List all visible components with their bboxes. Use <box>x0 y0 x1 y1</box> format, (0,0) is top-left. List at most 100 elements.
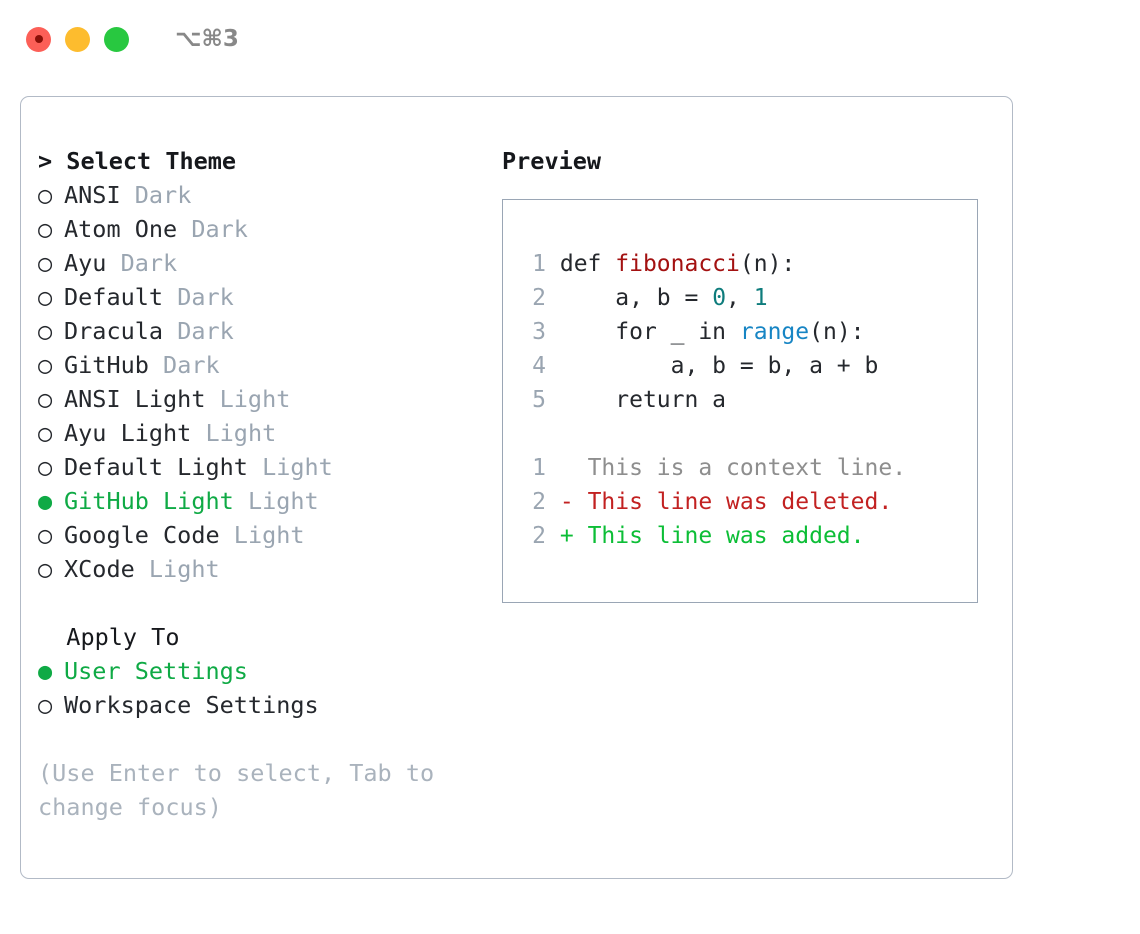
code-token: a, b = b, a + b <box>559 353 879 379</box>
code-line-number: 2 <box>532 285 546 311</box>
minimize-window-icon[interactable] <box>65 26 90 52</box>
spacer-text <box>248 453 262 481</box>
theme-picker-header-label: Select Theme <box>66 147 237 175</box>
radio-unselected-icon: ○ <box>38 181 67 209</box>
preview-title: Preview <box>502 147 602 175</box>
code-line-number: 5 <box>532 387 546 413</box>
theme-picker-header: > Select Theme <box>38 144 478 178</box>
code-token: (n): <box>739 251 796 277</box>
radio-unselected-icon: ○ <box>38 249 67 277</box>
theme-option-tag: Light <box>262 453 333 481</box>
diff-line-text: This line was added. <box>587 523 865 549</box>
diff-line-number: 1 <box>532 455 546 481</box>
code-token: def <box>559 251 616 277</box>
code-token: a, b = <box>559 285 713 311</box>
radio-unselected-icon: ○ <box>38 555 67 583</box>
spacer-text <box>205 385 219 413</box>
theme-option-name: Atom One <box>64 215 178 243</box>
code-token: range <box>739 319 810 345</box>
theme-picker-column: > Select Theme ○ ANSI Dark○ Atom One Dar… <box>38 144 478 824</box>
code-line: 5 return a <box>520 383 906 417</box>
theme-option-tag: Dark <box>177 317 234 345</box>
theme-option-name: GitHub Light <box>64 487 234 515</box>
code-token: fibonacci <box>615 251 740 277</box>
code-gutter-gap <box>546 353 560 379</box>
code-line: 1 def fibonacci(n): <box>520 247 906 281</box>
spacer-text <box>149 351 163 379</box>
theme-option-ansi-light[interactable]: ○ ANSI Light Light <box>38 382 478 416</box>
diff-marker-icon: - <box>559 489 588 515</box>
radio-unselected-icon: ○ <box>38 317 67 345</box>
radio-unselected-icon: ○ <box>38 283 67 311</box>
spacer-text <box>234 487 248 515</box>
theme-option-dracula[interactable]: ○ Dracula Dark <box>38 314 478 348</box>
diff-gutter-gap <box>546 489 560 515</box>
diff-line-text: This line was deleted. <box>587 489 893 515</box>
spacer-text <box>191 419 205 447</box>
diff-line: 2 - This line was deleted. <box>520 485 906 519</box>
theme-option-name: ANSI <box>64 181 121 209</box>
theme-option-default-light[interactable]: ○ Default Light Light <box>38 450 478 484</box>
radio-unselected-icon: ○ <box>38 215 67 243</box>
radio-unselected-icon: ○ <box>38 351 67 379</box>
preview-column: Preview 1 def fibonacci(n): 2 a, b = 0, 1… <box>502 144 992 603</box>
theme-option-xcode[interactable]: ○ XCode Light <box>38 552 478 586</box>
code-token: 0 <box>712 285 727 311</box>
theme-option-google-code[interactable]: ○ Google Code Light <box>38 518 478 552</box>
radio-selected-icon: ● <box>38 487 67 515</box>
code-gutter-gap <box>546 319 560 345</box>
apply-to-option-name: User Settings <box>64 657 248 685</box>
theme-option-tag: Light <box>148 555 220 583</box>
theme-option-default[interactable]: ○ Default Dark <box>38 280 478 314</box>
theme-list: ○ ANSI Dark○ Atom One Dark○ Ayu Dark○ De… <box>38 178 478 586</box>
apply-to-label: Apply To <box>38 623 180 651</box>
theme-option-name: GitHub <box>64 351 149 379</box>
spacer-text <box>121 181 135 209</box>
code-gutter-gap <box>546 285 560 311</box>
theme-option-name: Dracula <box>64 317 164 345</box>
window-controls <box>26 26 129 52</box>
code-line-number: 4 <box>532 353 546 379</box>
spacer-text <box>220 521 234 549</box>
diff-marker-icon: + <box>559 523 588 549</box>
theme-option-ayu[interactable]: ○ Ayu Dark <box>38 246 478 280</box>
apply-to-option-name: Workspace Settings <box>64 691 319 719</box>
spacer-text <box>177 215 191 243</box>
code-diff-gap <box>520 417 906 451</box>
theme-option-tag: Dark <box>177 283 234 311</box>
theme-option-tag: Light <box>219 385 291 413</box>
diff-marker-icon <box>560 455 588 481</box>
code-gutter-gap <box>546 387 560 413</box>
radio-selected-icon: ● <box>38 657 67 685</box>
theme-option-atom-one[interactable]: ○ Atom One Dark <box>38 212 478 246</box>
theme-option-name: Google Code <box>64 521 220 549</box>
spacer-text <box>163 283 177 311</box>
diff-gutter-gap <box>546 523 560 549</box>
code-token: , <box>726 285 754 311</box>
spacer-text <box>163 317 177 345</box>
theme-option-github[interactable]: ○ GitHub Dark <box>38 348 478 382</box>
main-panel: > Select Theme ○ ANSI Dark○ Atom One Dar… <box>20 96 1013 879</box>
theme-option-name: Ayu <box>64 249 107 277</box>
theme-option-ansi[interactable]: ○ ANSI Dark <box>38 178 478 212</box>
theme-option-github-light[interactable]: ● GitHub Light Light <box>38 484 478 518</box>
radio-unselected-icon: ○ <box>38 453 67 481</box>
radio-unselected-icon: ○ <box>38 385 67 413</box>
close-window-icon[interactable] <box>26 26 51 52</box>
theme-option-tag: Dark <box>120 249 178 277</box>
zoom-window-icon[interactable] <box>104 26 129 52</box>
theme-option-tag: Light <box>233 521 305 549</box>
apply-to-option-workspace-settings[interactable]: ○ Workspace Settings <box>38 688 478 722</box>
theme-option-name: Default Light <box>64 453 248 481</box>
apply-to-option-user-settings[interactable]: ● User Settings <box>38 654 478 688</box>
title-bar: ⌥⌘3 <box>0 0 1140 78</box>
radio-unselected-icon: ○ <box>38 691 67 719</box>
theme-option-tag: Light <box>205 419 277 447</box>
theme-option-tag: Dark <box>191 215 248 243</box>
keyboard-shortcut-label: ⌥⌘3 <box>175 26 239 52</box>
theme-option-ayu-light[interactable]: ○ Ayu Light Light <box>38 416 478 450</box>
code-line-number: 3 <box>532 319 546 345</box>
diff-line: 2 + This line was added. <box>520 519 906 553</box>
diff-gutter-gap <box>546 455 560 481</box>
